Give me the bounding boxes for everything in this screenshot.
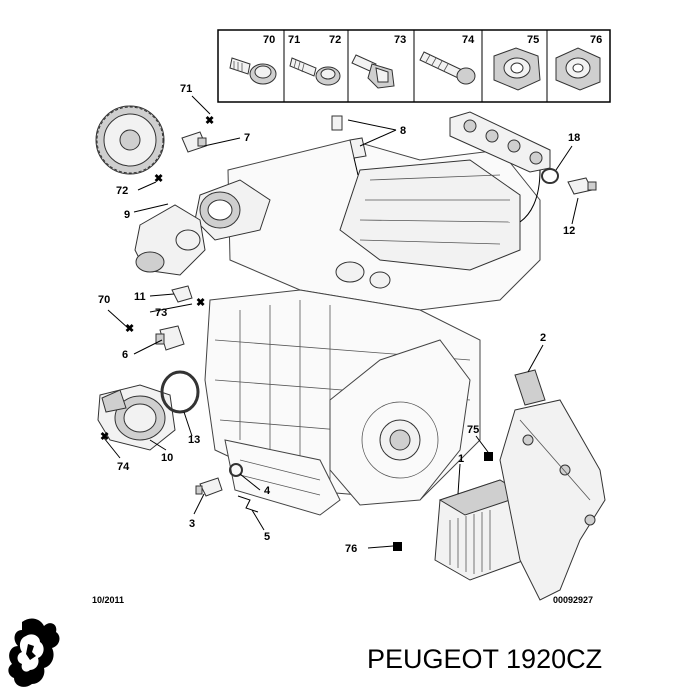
callout-75: 75	[467, 424, 479, 436]
fastener-71-marker: ✖	[205, 115, 214, 127]
callout-9: 9	[124, 209, 130, 221]
timing-pulley-icon	[95, 105, 165, 175]
callout-72: 72	[116, 185, 128, 197]
callout-74: 74	[117, 461, 130, 473]
callout-5: 5	[264, 531, 270, 543]
bolt-71-icon	[289, 57, 341, 86]
date-code: 10/2011	[92, 595, 124, 605]
callout-70: 70	[98, 294, 110, 306]
callout-3: 3	[189, 518, 195, 530]
fastener-76-marker	[393, 542, 402, 551]
part-11-sensor-icon	[171, 285, 193, 303]
fastener-75-marker	[484, 452, 493, 461]
strip-label-70: 70	[263, 34, 275, 46]
part-9-housing-icon	[134, 204, 206, 276]
peugeot-lion-logo-icon	[8, 618, 60, 687]
bolt-73-icon	[351, 54, 395, 89]
part-7-sensor-icon	[181, 131, 207, 153]
callout-11: 11	[134, 291, 146, 303]
callout-4: 4	[264, 485, 271, 497]
callout-73: 73	[155, 307, 167, 319]
strip-label-75: 75	[527, 34, 539, 46]
part-12-pressure-sensor-icon	[567, 177, 597, 195]
part-10-throttle-body-icon	[97, 384, 176, 451]
fastener-74-marker: ✖	[100, 431, 109, 443]
callout-76: 76	[345, 543, 357, 555]
fastener-strip: 70 71 72 73 74 75 76	[217, 29, 611, 103]
part-5-clip-icon	[237, 495, 259, 513]
part-3-sensor-icon	[195, 477, 223, 497]
strip-label-76: 76	[590, 34, 602, 46]
fastener-73-marker: ✖	[196, 297, 205, 309]
engine-block	[194, 139, 541, 516]
part-4-seal-icon	[229, 463, 243, 477]
part-18-o-ring-icon	[541, 168, 559, 184]
part-1-ecu-icon	[434, 479, 527, 581]
strip-label-72: 72	[329, 34, 341, 46]
part-6-sensor-icon	[155, 325, 185, 351]
bolt-74-icon	[419, 51, 476, 85]
fastener-70-marker: ✖	[125, 323, 134, 335]
fastener-72-marker: ✖	[154, 173, 163, 185]
callout-1: 1	[458, 453, 464, 465]
callout-6: 6	[122, 349, 128, 361]
bolt-70-icon	[229, 57, 277, 85]
part-13-seal-ring-icon	[160, 370, 200, 414]
callout-12: 12	[563, 225, 575, 237]
callout-8: 8	[400, 125, 406, 137]
strip-label-74: 74	[462, 34, 475, 46]
strip-label-73: 73	[394, 34, 406, 46]
callout-7: 7	[244, 132, 250, 144]
nut-75-icon	[493, 47, 541, 91]
nut-76-icon	[555, 47, 601, 91]
part-8-sensor-icon	[331, 115, 367, 176]
callout-10: 10	[161, 452, 173, 464]
drawing-number: 00092927	[553, 595, 593, 605]
callout-2: 2	[540, 332, 546, 344]
callout-18: 18	[568, 132, 580, 144]
strip-label-71: 71	[288, 34, 300, 46]
part-2-bracket-icon	[499, 369, 606, 601]
callout-71: 71	[180, 83, 192, 95]
brand-part-number: PEUGEOT 1920CZ	[367, 644, 602, 674]
callout-13: 13	[188, 434, 200, 446]
leader-lines	[103, 95, 579, 549]
